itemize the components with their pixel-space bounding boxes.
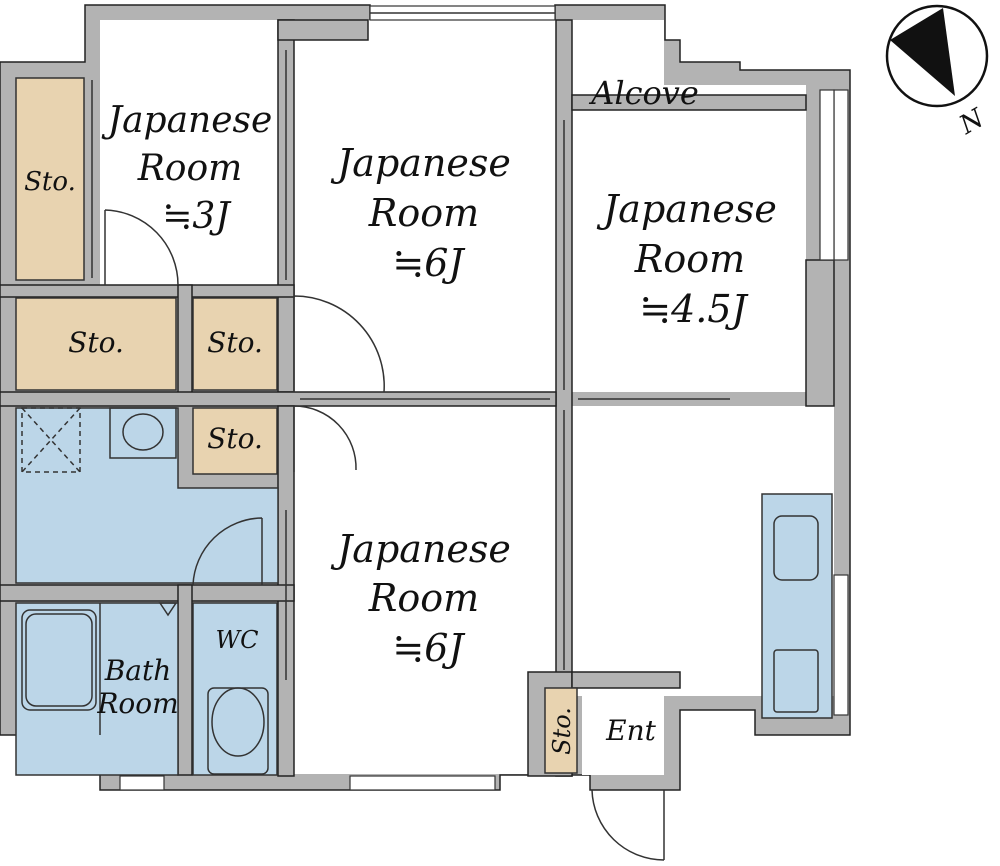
door-entrance: [591, 789, 665, 861]
room-3j-size: ≒3J: [162, 196, 232, 237]
sto-left-label: Sto.: [24, 167, 76, 197]
sto-lower-center-label: Sto.: [207, 422, 263, 455]
washbasin: [109, 407, 177, 459]
room-6j-bottom-line1: Japanese: [330, 527, 511, 571]
room-45j-line1: Japanese: [596, 187, 777, 231]
storage-lower-center: [192, 407, 278, 475]
window-bath: [119, 775, 165, 791]
entrance-label: Ent: [605, 714, 656, 747]
wc-area: [192, 602, 278, 776]
compass-north-label: N: [954, 103, 991, 141]
toilet-bowl: [211, 687, 265, 757]
room-6j-top-line2: Room: [368, 191, 479, 235]
bath-room-line1: Bath: [104, 654, 172, 687]
room-45j-size: ≒4.5J: [639, 287, 748, 331]
door-wc: [192, 517, 263, 586]
alcove-label: Alcove: [588, 74, 699, 112]
door-3j: [104, 209, 179, 286]
compass-needle-icon: [890, 8, 955, 96]
compass: N: [885, 4, 991, 141]
fixtures: [21, 407, 819, 775]
labels: Japanese Room ≒3J Japanese Room ≒6J Alco…: [24, 74, 777, 755]
sto-mid-center-label: Sto.: [207, 326, 263, 359]
bath-room-line2: Room: [96, 687, 178, 720]
sliding-doors: [91, 50, 730, 680]
window-right-upper: [833, 89, 849, 261]
storage-left: [15, 77, 85, 281]
doors: [104, 209, 665, 861]
bathtub: [21, 609, 97, 711]
storage-mid-center: [192, 297, 278, 391]
window-bottom: [349, 775, 496, 791]
room-3j-line1: Japanese: [101, 100, 273, 141]
sto-entrance-label: Sto.: [548, 707, 576, 755]
wet-areas: [15, 407, 833, 776]
room-6j-bottom-line2: Room: [368, 576, 479, 620]
storage-areas: [15, 77, 578, 774]
room-6j-top-line1: Japanese: [330, 141, 511, 185]
windows: [119, 5, 849, 791]
door-6j-bottom: [293, 405, 357, 472]
bath-area: [15, 602, 179, 776]
room-6j-top-size: ≒6J: [392, 241, 465, 285]
stove: [773, 649, 819, 713]
washer-space: [21, 407, 81, 473]
storage-mid-left: [15, 297, 177, 391]
sto-mid-left-label: Sto.: [68, 326, 124, 359]
door-6j-top: [293, 295, 385, 393]
room-45j-line2: Room: [634, 237, 745, 281]
storage-entrance: [544, 687, 578, 774]
sink: [773, 515, 819, 581]
window-right-lower: [833, 574, 849, 716]
partitions: [0, 19, 835, 777]
kitchen-counter: [761, 493, 833, 719]
room-3j-line2: Room: [137, 148, 243, 189]
wc-label: WC: [215, 626, 258, 654]
room-6j-bottom-size: ≒6J: [392, 626, 465, 670]
